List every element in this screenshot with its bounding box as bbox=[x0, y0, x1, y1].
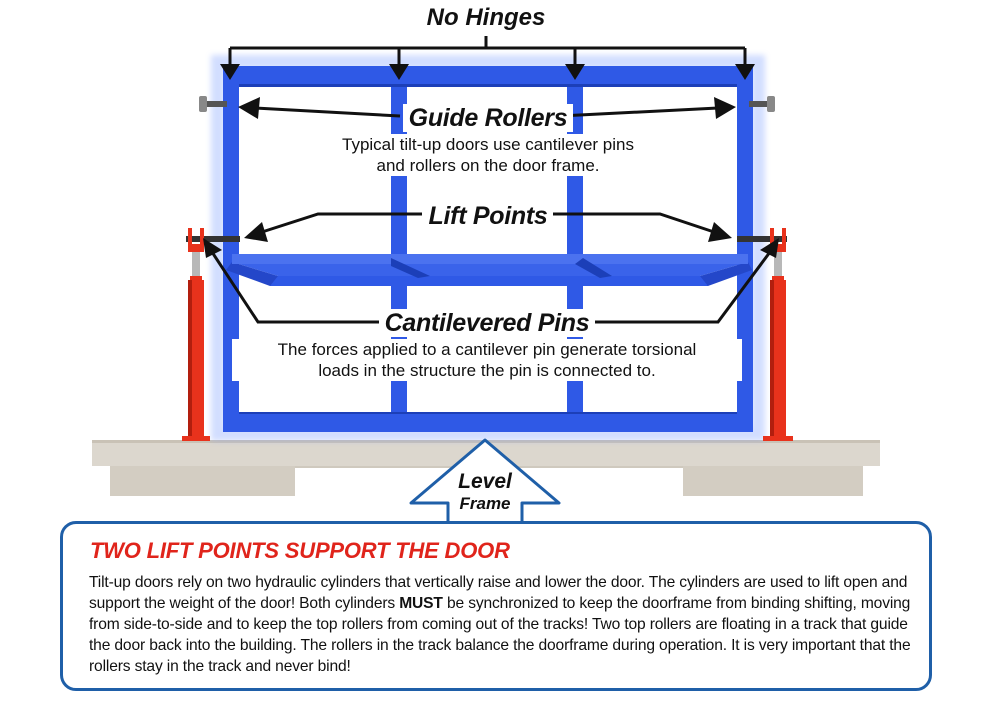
level-frame-label: Level Frame bbox=[420, 470, 550, 514]
guide-rollers-group: Guide Rollers Typical tilt-up doors use … bbox=[300, 104, 676, 176]
info-box: TWO LIFT POINTS SUPPORT THE DOOR Tilt-up… bbox=[60, 521, 932, 691]
guide-rollers-desc-1: Typical tilt-up doors use cantilever pin… bbox=[300, 134, 676, 155]
lift-bar bbox=[226, 254, 752, 286]
lift-points-group: Lift Points bbox=[380, 202, 596, 231]
cantilevered-pins-arrows bbox=[203, 238, 779, 324]
cantilevered-pins-group: Cantilevered Pins The forces applied to … bbox=[232, 309, 742, 381]
info-box-title: TWO LIFT POINTS SUPPORT THE DOOR bbox=[90, 538, 510, 563]
right-lift-pin bbox=[737, 236, 787, 242]
level-label-line1: Level bbox=[458, 470, 512, 493]
info-box-body: Tilt-up doors rely on two hydraulic cyli… bbox=[89, 572, 913, 677]
lift-points-title: Lift Points bbox=[422, 202, 554, 230]
info-body-emphasis: MUST bbox=[399, 595, 443, 612]
guide-rollers-desc-2: and rollers on the door frame. bbox=[300, 155, 676, 176]
right-hydraulic-cylinder bbox=[763, 228, 793, 441]
cantilevered-pins-desc-2: loads in the structure the pin is connec… bbox=[232, 360, 742, 381]
cantilevered-pins-desc-1: The forces applied to a cantilever pin g… bbox=[232, 339, 742, 360]
left-lift-pin bbox=[186, 236, 240, 242]
no-hinges-arrowheads bbox=[220, 64, 755, 80]
left-hydraulic-cylinder bbox=[182, 228, 210, 441]
lift-points-arrows bbox=[244, 212, 732, 242]
no-hinges-label: No Hinges bbox=[426, 4, 546, 31]
guide-rollers-arrows bbox=[238, 97, 736, 119]
left-guide-roller bbox=[199, 96, 227, 112]
info-body-part1: Tilt-up doors rely on two hydraulic cyli… bbox=[89, 574, 908, 612]
level-label-line2: Frame bbox=[459, 494, 511, 513]
no-hinges-bracket bbox=[228, 36, 747, 66]
guide-rollers-title: Guide Rollers bbox=[402, 104, 574, 132]
right-guide-roller bbox=[749, 96, 775, 112]
info-body-part2: be synchronized to keep the doorframe fr… bbox=[89, 595, 911, 675]
cantilevered-pins-title: Cantilevered Pins bbox=[378, 309, 596, 337]
